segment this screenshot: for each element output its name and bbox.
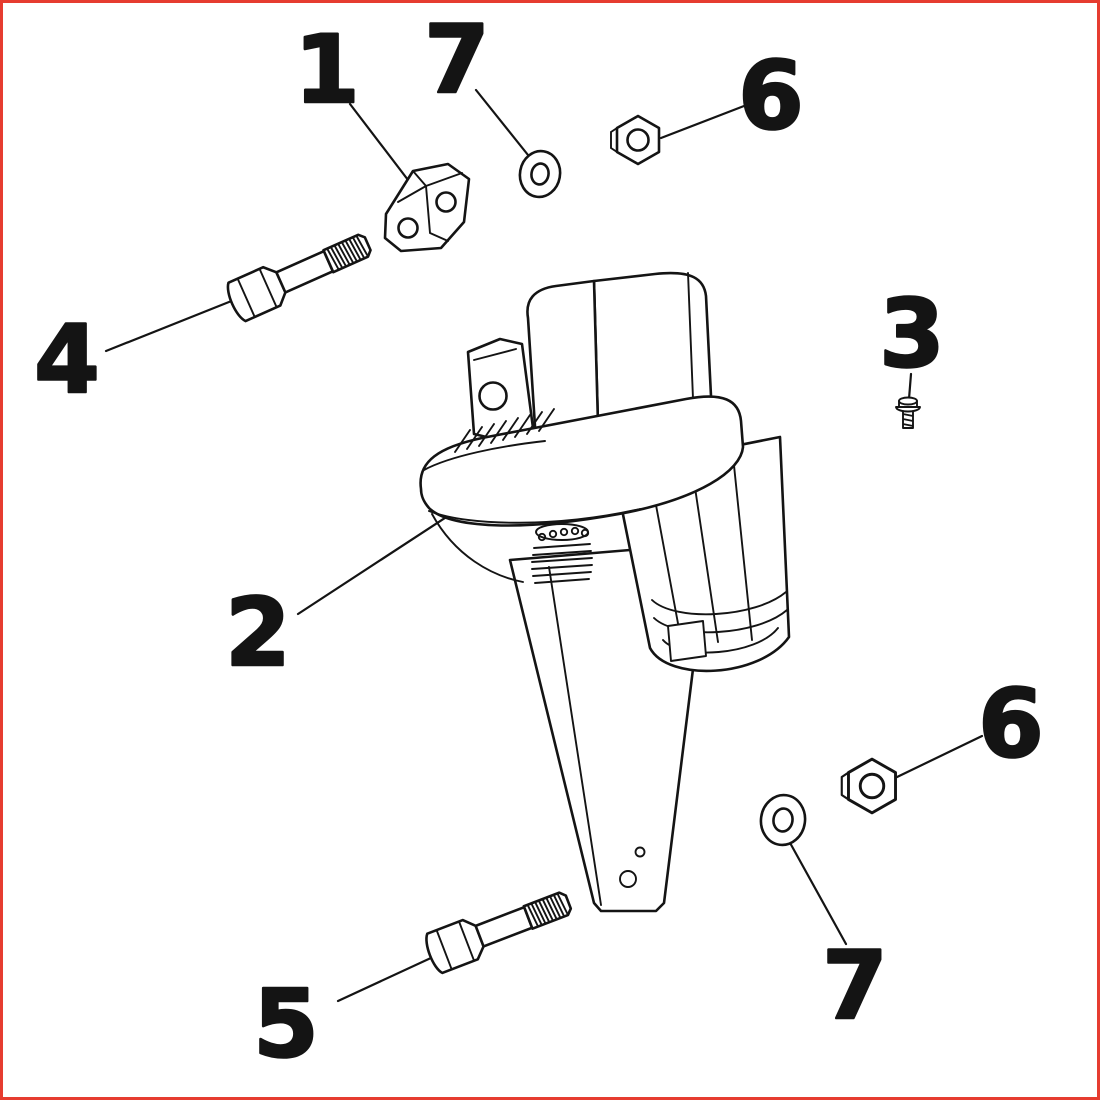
part-hex-nut-upper	[610, 114, 661, 166]
bearing-ball	[559, 527, 569, 537]
bearing-ball	[548, 529, 558, 539]
spring-top-ring	[535, 523, 589, 541]
spring-coils	[531, 543, 593, 584]
bracket-hole-right	[435, 191, 457, 213]
callout-7-lower: 7	[822, 932, 887, 1041]
part-hex-nut-lower	[840, 757, 897, 815]
washer-hole	[772, 807, 794, 833]
callout-1: 1	[294, 16, 359, 125]
part-clamp-bracket	[383, 162, 471, 253]
cylinder-end-plug	[667, 620, 707, 662]
bolt-head-facets	[435, 920, 476, 971]
bolt-shank	[275, 249, 335, 294]
leader-line-5	[336, 949, 448, 1003]
bolt-head-facets	[236, 267, 278, 318]
screw-shank-threads	[902, 410, 914, 429]
bracket-fold-lines	[397, 170, 463, 242]
leader-lines	[104, 88, 984, 1003]
collar-lower-lip	[431, 513, 524, 583]
bearing-ball	[537, 532, 547, 542]
bracket-hole-left	[397, 217, 419, 239]
leader-line-3	[907, 372, 913, 401]
callout-6-lower: 6	[978, 670, 1043, 779]
collar-housing	[419, 395, 745, 527]
leader-line-6-upper	[659, 104, 746, 140]
callout-4: 4	[34, 306, 99, 415]
screw-head-top	[898, 396, 918, 406]
screw-flange	[895, 406, 921, 413]
bolt-threads	[326, 235, 369, 271]
bolt-threads	[526, 893, 569, 928]
collar-inner-arcs	[423, 440, 641, 524]
collar-hatch-lines	[454, 408, 555, 453]
lower-bar-hole-small	[634, 846, 646, 858]
spring-stack	[531, 523, 593, 584]
part-flange-screw	[895, 396, 921, 429]
nut-hole	[626, 128, 650, 152]
leader-line-6-lower	[893, 734, 984, 780]
leader-line-4	[104, 294, 246, 353]
part-hex-bolt-lower	[425, 891, 573, 975]
part-washer-upper	[518, 149, 562, 199]
part-hex-bolt-upper	[226, 233, 372, 323]
part-washer-lower	[759, 793, 807, 847]
bearing-ball	[580, 528, 590, 538]
leader-line-7-lower	[787, 839, 848, 946]
callout-2: 2	[225, 579, 290, 688]
mount-tab-fold	[473, 348, 517, 361]
mount-tab-hole	[478, 381, 508, 411]
callout-7-upper: 7	[424, 6, 489, 115]
callout-5: 5	[253, 970, 318, 1079]
bolt-shank	[474, 905, 534, 948]
lower-bar-edge	[548, 566, 602, 906]
lower-bar-hole-large	[619, 870, 637, 888]
part-main-assembly	[419, 271, 791, 913]
callout-labels: 1 7 6 4 3 2 6 7 5	[33, 5, 1045, 1081]
washer-hole	[530, 162, 550, 186]
bearing-ball	[570, 526, 580, 536]
callout-3: 3	[879, 280, 944, 389]
callout-6-upper: 6	[738, 42, 803, 151]
nut-hole	[858, 772, 886, 800]
leader-line-7-upper	[474, 88, 534, 162]
